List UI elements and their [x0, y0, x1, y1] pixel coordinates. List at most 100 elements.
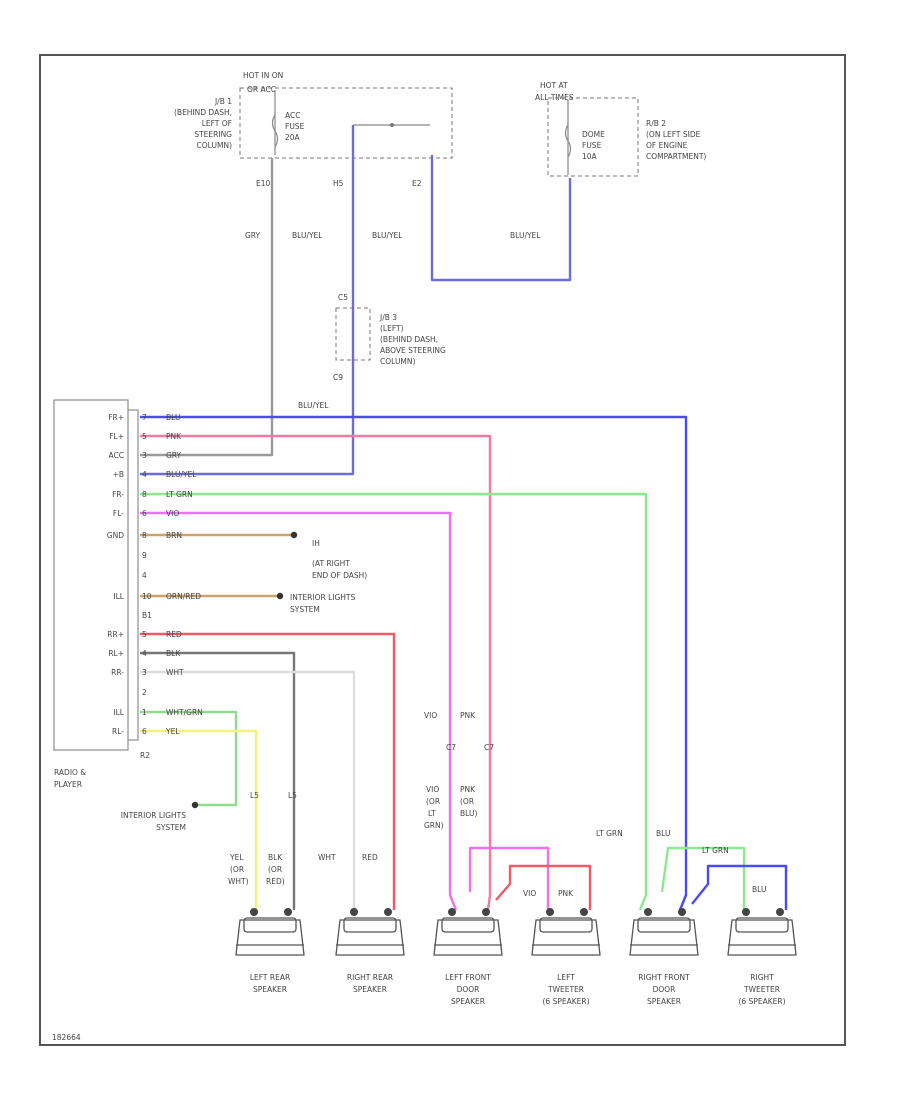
speaker-label: DOOR	[653, 985, 676, 994]
radio-pin-number: 4	[142, 470, 147, 479]
radio-pin-name: RL-	[112, 727, 124, 736]
radio-pin-wire-color: PNK	[166, 432, 182, 441]
wire-gry	[140, 158, 274, 457]
footer-code: 182664	[52, 1033, 81, 1042]
lfd-vio: VIO	[424, 711, 437, 720]
radio-pin-number: 10	[142, 592, 152, 601]
jb1-bus-node	[390, 123, 394, 127]
speaker-body	[629, 919, 699, 956]
wire-pnk-fl	[140, 434, 492, 911]
lr-conn-a: L5	[250, 791, 259, 800]
lfd-pnk-line: BLU)	[460, 809, 477, 818]
speaker-magnet	[735, 917, 789, 933]
wire-red-rr	[140, 632, 396, 910]
speaker-body	[531, 919, 601, 956]
lfd-pnk: PNK	[460, 711, 476, 720]
radio-pin-wire-color: YEL	[165, 727, 180, 736]
ground-ih-id: IH	[312, 539, 320, 548]
speaker-wire-labels: VIO PNK C7 C7 VIO (OR LT GRN) PNK (OR BL…	[228, 711, 766, 898]
speaker-label: (6 SPEAKER)	[542, 997, 589, 1006]
speaker-terminal	[350, 908, 358, 916]
lfd-conn-b: C7	[484, 743, 494, 752]
jb1-line: (BEHIND DASH,	[174, 108, 232, 117]
wire-label-blu-yel: BLU/YEL	[510, 231, 541, 240]
radio-pin-name: ACC	[109, 451, 124, 460]
lr-yel-line: WHT)	[228, 877, 249, 886]
radio-pin-number: 6	[142, 509, 147, 518]
speaker-label: SPEAKER	[353, 985, 387, 994]
radio-pin-name: RR-	[111, 668, 124, 677]
radio-pin-name: RL+	[108, 649, 124, 658]
lfd-pnk-line: PNK	[460, 785, 476, 794]
dome-fuse-symbol	[564, 124, 572, 158]
radio-label: RADIO &	[54, 768, 86, 777]
lfd-vio-line: GRN)	[424, 821, 444, 830]
radio-pin-wire-color: BRN	[166, 531, 182, 540]
speaker-magnet	[243, 917, 297, 933]
speaker-label: SPEAKER	[253, 985, 287, 994]
wire-lt-grn-fr	[140, 492, 648, 911]
jb1-line: COLUMN)	[197, 141, 233, 150]
speaker-label: LEFT FRONT	[445, 973, 491, 982]
jb3-pin-top: C5	[338, 293, 348, 302]
radio-pin-name: GND	[107, 531, 124, 540]
radio-pin-name: FL+	[109, 432, 124, 441]
jb3-line: J/B 3	[379, 313, 397, 322]
jb1-line: STEERING	[194, 130, 232, 139]
radio-pin-number: 7	[142, 413, 147, 422]
jb3-line: ABOVE STEERING	[380, 346, 446, 355]
speaker-terminal	[250, 908, 258, 916]
radio-pin-number: 5	[142, 432, 147, 441]
ill-1-dot	[276, 592, 284, 600]
lr-yel-line: (OR	[230, 865, 244, 874]
speaker-terminal	[678, 908, 686, 916]
wire-wht-grn-ill	[140, 710, 238, 807]
wire-blu-yel-dome	[430, 155, 572, 282]
jb1-line: LEFT OF	[202, 119, 232, 128]
radio-pin-bottom: R2	[140, 751, 150, 760]
lr-blk-line: BLK	[268, 853, 283, 862]
wire-label-blu-yel: BLU/YEL	[372, 231, 403, 240]
rb2-line: COMPARTMENT)	[646, 152, 706, 161]
wire-label-gry: GRY	[245, 231, 261, 240]
jb1-line: J/B 1	[214, 97, 232, 106]
radio-pin-wire-color: RED	[166, 630, 182, 639]
rt-blu: BLU	[752, 885, 766, 894]
acc-fuse-text: ACC	[285, 111, 300, 120]
lt-pnk: PNK	[558, 889, 574, 898]
radio-pin-wire-color: BLU	[166, 413, 180, 422]
radio-pin-number: 3	[142, 668, 147, 677]
speaker-terminal	[284, 908, 292, 916]
speaker: LEFT FRONT DOOR SPEAKER	[433, 908, 503, 1006]
radio-connector	[127, 409, 139, 741]
radio-pin-wire-color: WHT/GRN	[166, 708, 203, 717]
lt-vio: VIO	[523, 889, 536, 898]
speaker-terminal	[776, 908, 784, 916]
speaker-label: DOOR	[457, 985, 480, 994]
fuse-box-2: HOT AT ALL TIMES DOME FUSE 10A R/B 2 (ON…	[535, 81, 706, 177]
ill-2-text: SYSTEM	[156, 823, 186, 832]
speaker-body	[335, 919, 405, 956]
ill-1-text: SYSTEM	[290, 605, 320, 614]
speaker-label: TWEETER	[743, 985, 780, 994]
jb3: C5 J/B 3 (LEFT) (BEHIND DASH, ABOVE STEE…	[333, 293, 446, 382]
fuse1-hot-label: HOT IN ON	[243, 71, 283, 80]
speaker-label: SPEAKER	[451, 997, 485, 1006]
lfd-vio-line: (OR	[426, 797, 440, 806]
dome-fuse-text: FUSE	[582, 141, 602, 150]
radio-pin-name: ILL	[113, 592, 124, 601]
speaker-terminal	[384, 908, 392, 916]
acc-fuse-text: FUSE	[285, 122, 305, 131]
radio-pin-wire-color: GRY	[166, 451, 182, 460]
speaker-body	[433, 919, 503, 956]
radio-pin-number: 5	[142, 630, 147, 639]
radio-pin-number: 3	[142, 451, 147, 460]
speaker-label: LEFT	[557, 973, 575, 982]
speaker-magnet	[441, 917, 495, 933]
rt-lt-grn: LT GRN	[702, 846, 729, 855]
speaker-magnet	[343, 917, 397, 933]
